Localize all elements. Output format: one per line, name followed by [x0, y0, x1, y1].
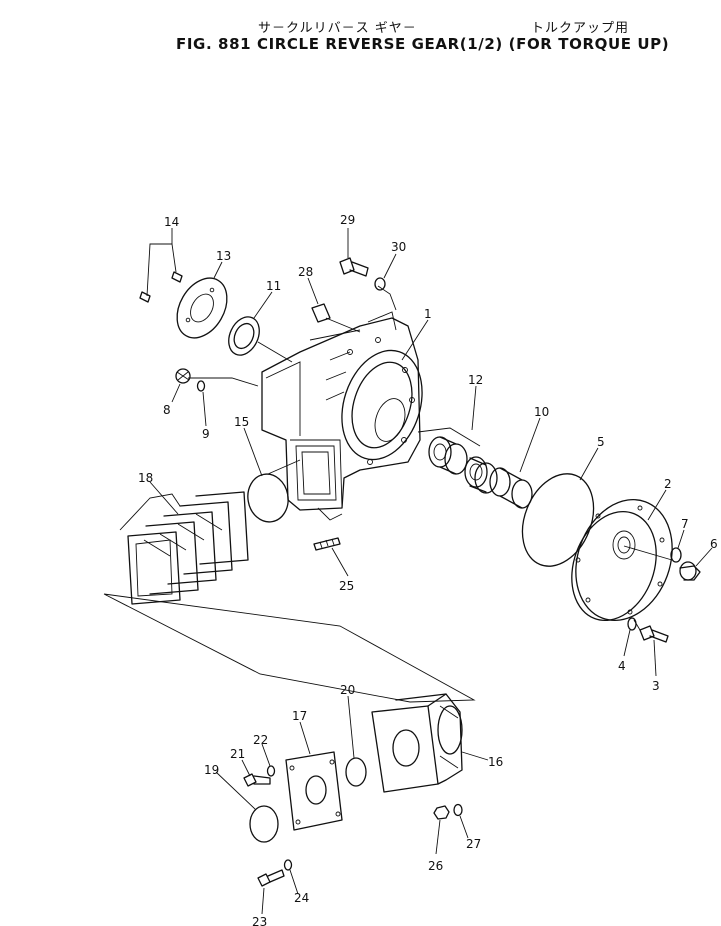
part-11-seal [228, 316, 260, 356]
callout-12: 12 [468, 373, 483, 387]
callout-25: 25 [339, 579, 354, 593]
callout-9: 9 [202, 427, 210, 441]
part-21-bolt [243, 773, 271, 787]
part-14-pins [139, 271, 183, 303]
part-18-gaskets [127, 491, 249, 605]
part-26-nut [433, 805, 450, 820]
callout-14: 14 [164, 215, 179, 229]
figure-title: FIG. 881 CIRCLE REVERSE GEAR(1/2) (FOR T… [176, 35, 670, 53]
callout-5: 5 [597, 435, 605, 449]
part-23-bolt [257, 869, 285, 887]
part-9-o-ring [196, 380, 206, 392]
part-7-o-ring [670, 547, 682, 563]
callout-21: 21 [230, 747, 245, 761]
part-19-o-ring [249, 805, 279, 843]
part-3-bolt [639, 625, 669, 643]
assembly-lines [103, 243, 673, 703]
callout-8: 8 [163, 403, 171, 417]
callout-15: 15 [234, 415, 249, 429]
callout-28: 28 [298, 265, 313, 279]
part-27-washer [453, 803, 463, 817]
callout-4: 4 [618, 659, 626, 673]
part-4-washer [627, 617, 637, 631]
part-1-gear-case [261, 311, 423, 511]
callout-24: 24 [294, 891, 309, 905]
part-20-o-ring [345, 757, 367, 787]
part-22-washer [266, 765, 276, 777]
part-25-stud [313, 537, 341, 551]
callout-30: 30 [391, 240, 406, 254]
part-24-washer [283, 859, 293, 871]
callout-29: 29 [340, 213, 355, 227]
part-8-plug [175, 368, 191, 384]
part-30-washer [374, 277, 386, 291]
callout-26: 26 [428, 859, 443, 873]
callout-19: 19 [204, 763, 219, 777]
part-16-housing [371, 693, 463, 793]
part-13-plate [176, 277, 228, 339]
callout-27: 27 [466, 837, 481, 851]
part-17-cover [285, 751, 343, 831]
part-10-bushing [489, 467, 533, 509]
callout-leaders [149, 228, 713, 915]
part-6-plug [679, 561, 701, 581]
part-28-pin [311, 303, 331, 323]
part-12-bearing [428, 436, 498, 494]
part-29-bolt [339, 257, 369, 277]
callout-17: 17 [292, 709, 307, 723]
part-15-o-ring [247, 473, 289, 523]
callout-22: 22 [253, 733, 268, 747]
callout-16: 16 [488, 755, 503, 769]
callout-numbers: 1 2 3 4 5 6 7 8 9 10 11 12 13 14 15 16 1… [138, 213, 718, 926]
callout-23: 23 [252, 915, 267, 926]
callout-20: 20 [340, 683, 355, 697]
japanese-title-left: サ－クルリバ－ス ギヤ－ [258, 21, 417, 36]
callout-6: 6 [710, 537, 718, 551]
callout-13: 13 [216, 249, 231, 263]
callout-1: 1 [424, 307, 432, 321]
callout-18: 18 [138, 471, 153, 485]
part-2-cover-plate [571, 499, 673, 622]
part-5-o-ring [521, 473, 595, 567]
callout-7: 7 [681, 517, 689, 531]
japanese-title-right: トルクアップ用 [531, 21, 630, 36]
callout-11: 11 [266, 279, 281, 293]
callout-10: 10 [534, 405, 549, 419]
callout-2: 2 [664, 477, 672, 491]
callout-3: 3 [652, 679, 660, 693]
